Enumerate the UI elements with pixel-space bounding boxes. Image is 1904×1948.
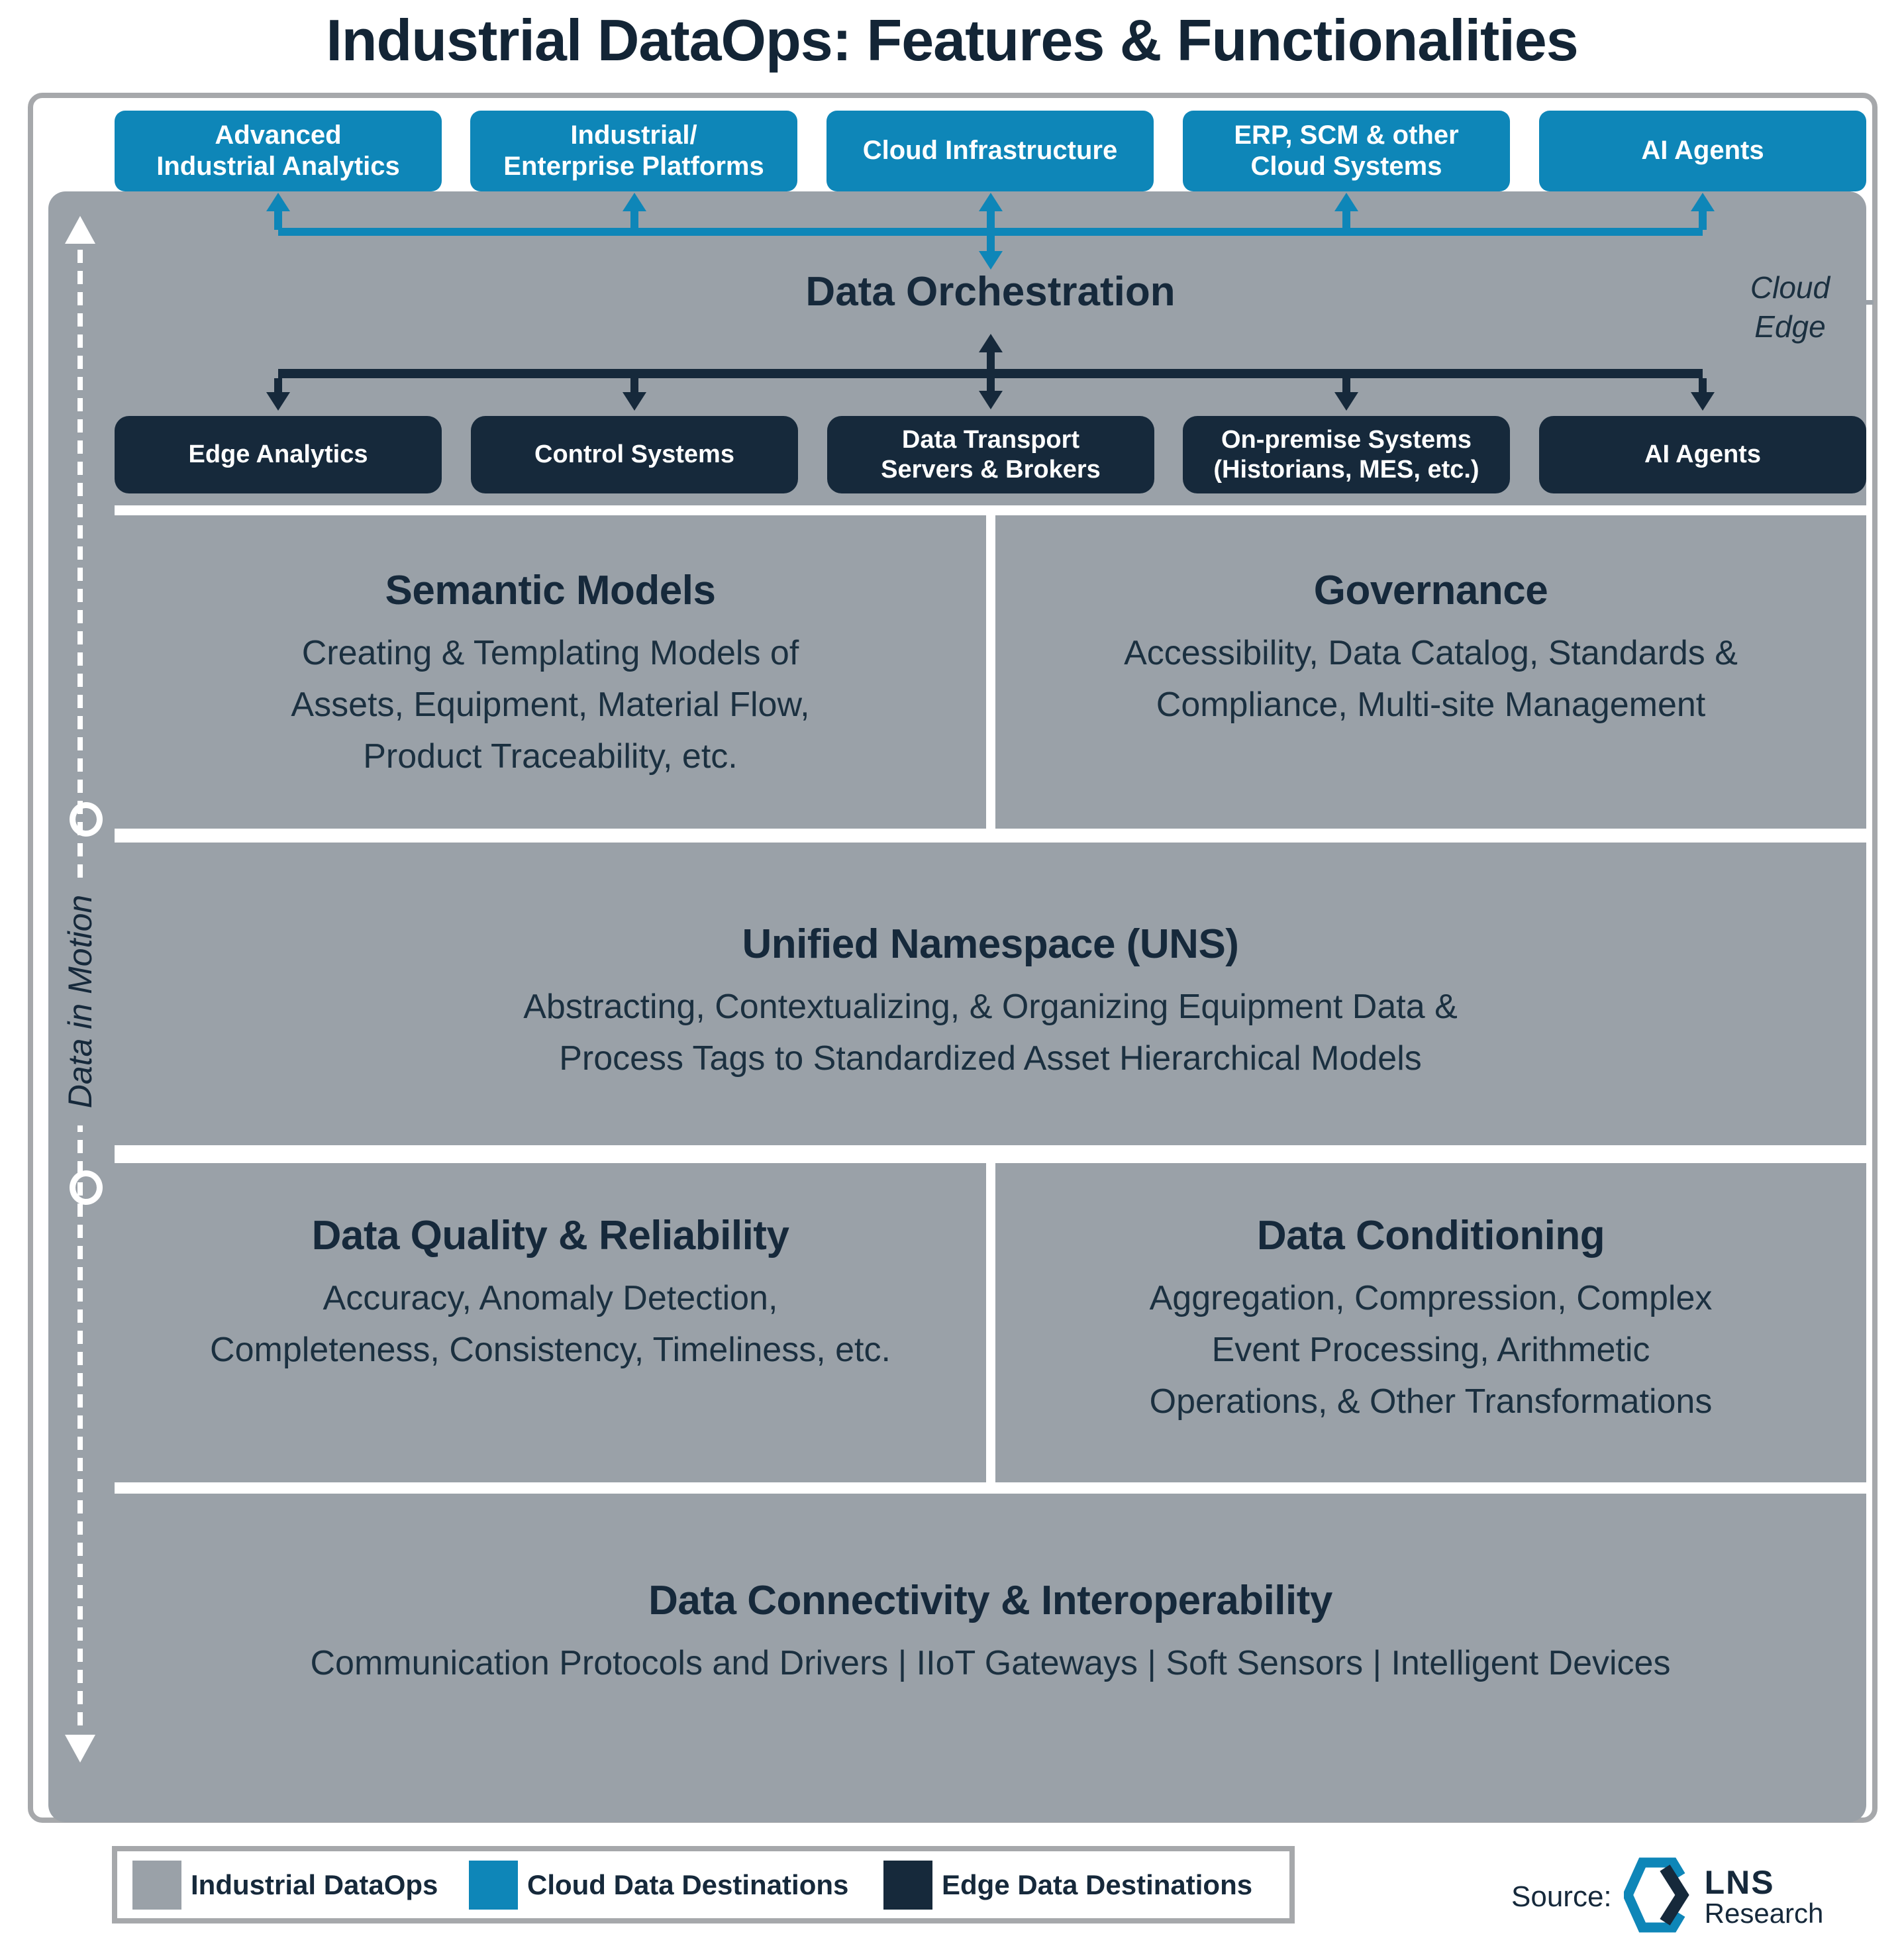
cloud-connector-stub (274, 210, 282, 230)
legend-label: Edge Data Destinations (942, 1869, 1253, 1900)
cloud-box-cloud-infrastructure: Cloud Infrastructure (827, 111, 1154, 191)
edge-connector-stub (274, 378, 282, 393)
section-body: Abstracting, Contextualizing, & Organizi… (523, 988, 1458, 1078)
section-title: Data Quality & Reliability (311, 1213, 789, 1258)
edge-connector-stub (1342, 378, 1350, 393)
legend-item-industrial-dataops: Industrial DataOps (132, 1851, 438, 1918)
section-data-quality: Data Quality & Reliability Accuracy, Ano… (115, 1163, 986, 1482)
section-body: Accuracy, Anomaly Detection, Completenes… (210, 1279, 891, 1369)
legend-label: Cloud Data Destinations (527, 1869, 849, 1900)
section-body: Aggregation, Compression, Complex Event … (1149, 1279, 1713, 1421)
data-in-motion-label: Data in Motion (57, 877, 103, 1126)
source-attribution: Source: LNS Research (1511, 1857, 1823, 1936)
dataops-panel: Data Orchestration Cloud Edge Edge Analy… (48, 191, 1874, 1822)
section-divider-vertical (986, 1145, 995, 1494)
page-title: Industrial DataOps: Features & Functiona… (326, 7, 1578, 73)
section-title: Governance (1313, 568, 1548, 613)
axis-arrow-down-icon (65, 1735, 95, 1763)
arrow-up-icon (1334, 193, 1358, 211)
legend-item-edge-destinations: Edge Data Destinations (883, 1851, 1252, 1918)
section-data-conditioning: Data Conditioning Aggregation, Compressi… (995, 1163, 1866, 1482)
edge-box-on-premise-systems: On-premise Systems (Historians, MES, etc… (1183, 416, 1510, 493)
section-data-connectivity: Data Connectivity & Interoperability Com… (115, 1494, 1866, 1822)
section-title: Data Conditioning (1256, 1213, 1605, 1258)
cloud-edge-boundary-tick (1860, 300, 1874, 305)
edge-box-ai-agents: AI Agents (1539, 416, 1866, 493)
arrow-up-icon (979, 334, 1003, 352)
legend-item-cloud-destinations: Cloud Data Destinations (469, 1851, 848, 1918)
arrow-up-icon (266, 193, 290, 211)
section-semantic-models: Semantic Models Creating & Templating Mo… (115, 515, 986, 829)
cloud-box-industrial-enterprise-platforms: Industrial/ Enterprise Platforms (470, 111, 797, 191)
cloud-box-erp-scm: ERP, SCM & other Cloud Systems (1183, 111, 1510, 191)
arrow-down-icon (266, 392, 290, 411)
section-body: Accessibility, Data Catalog, Standards &… (1124, 634, 1738, 724)
cloud-connector-stub (987, 210, 995, 230)
source-label: Source: (1511, 1880, 1612, 1913)
cloud-box-ai-agents: AI Agents (1539, 111, 1866, 191)
brand-name: LNS Research (1704, 1863, 1824, 1929)
axis-node-icon (70, 1170, 103, 1205)
zone-labels: Cloud Edge (1678, 268, 1903, 346)
cloud-connector-line (278, 228, 1703, 236)
navy-swatch-icon (883, 1860, 932, 1910)
section-unified-namespace: Unified Namespace (UNS) Abstracting, Con… (115, 843, 1866, 1145)
arrow-up-icon (623, 193, 646, 211)
section-governance: Governance Accessibility, Data Catalog, … (995, 515, 1866, 829)
section-title: Semantic Models (385, 568, 716, 613)
edge-box-control-systems: Control Systems (471, 416, 798, 493)
axis-node-icon (70, 802, 103, 837)
section-body: Communication Protocols and Drivers | II… (310, 1644, 1671, 1682)
zone-label-edge: Edge (1754, 309, 1826, 344)
lns-logo-icon (1622, 1857, 1693, 1936)
brand-name-bottom: Research (1704, 1897, 1824, 1929)
arrow-up-icon (1691, 193, 1715, 211)
blue-swatch-icon (469, 1860, 518, 1910)
brand-name-top: LNS (1704, 1863, 1775, 1901)
edge-connector-stub (1699, 378, 1707, 393)
cloud-connector-stub (1342, 210, 1350, 230)
outer-frame: Advanced Industrial Analytics Industrial… (28, 93, 1878, 1823)
gray-swatch-icon (132, 1860, 181, 1910)
data-orchestration-title: Data Orchestration (805, 269, 1176, 315)
edge-connector-stub (630, 378, 638, 393)
arrow-up-icon (979, 193, 1003, 211)
arrow-down-icon (1334, 392, 1358, 411)
cloud-connector-stub (987, 236, 995, 252)
zone-label-cloud: Cloud (1750, 270, 1830, 305)
legend: Industrial DataOps Cloud Data Destinatio… (112, 1846, 1295, 1923)
cloud-connector-stub (1699, 210, 1707, 230)
section-title: Unified Namespace (UNS) (742, 921, 1239, 967)
section-body: Creating & Templating Models of Assets, … (291, 634, 810, 776)
edge-box-edge-analytics: Edge Analytics (115, 416, 442, 493)
legend-label: Industrial DataOps (191, 1869, 438, 1900)
arrow-down-icon (1691, 392, 1715, 411)
edge-box-data-transport: Data Transport Servers & Brokers (827, 416, 1154, 493)
arrow-down-icon (623, 392, 646, 411)
cloud-box-advanced-industrial-analytics: Advanced Industrial Analytics (115, 111, 442, 191)
cloud-connector-stub (630, 210, 638, 230)
section-title: Data Connectivity & Interoperability (648, 1578, 1332, 1623)
arrow-down-icon (979, 391, 1003, 409)
section-divider-vertical (986, 505, 995, 843)
arrow-down-icon (979, 251, 1003, 270)
edge-connector-line (278, 369, 1703, 378)
axis-arrow-up-icon (65, 216, 95, 244)
